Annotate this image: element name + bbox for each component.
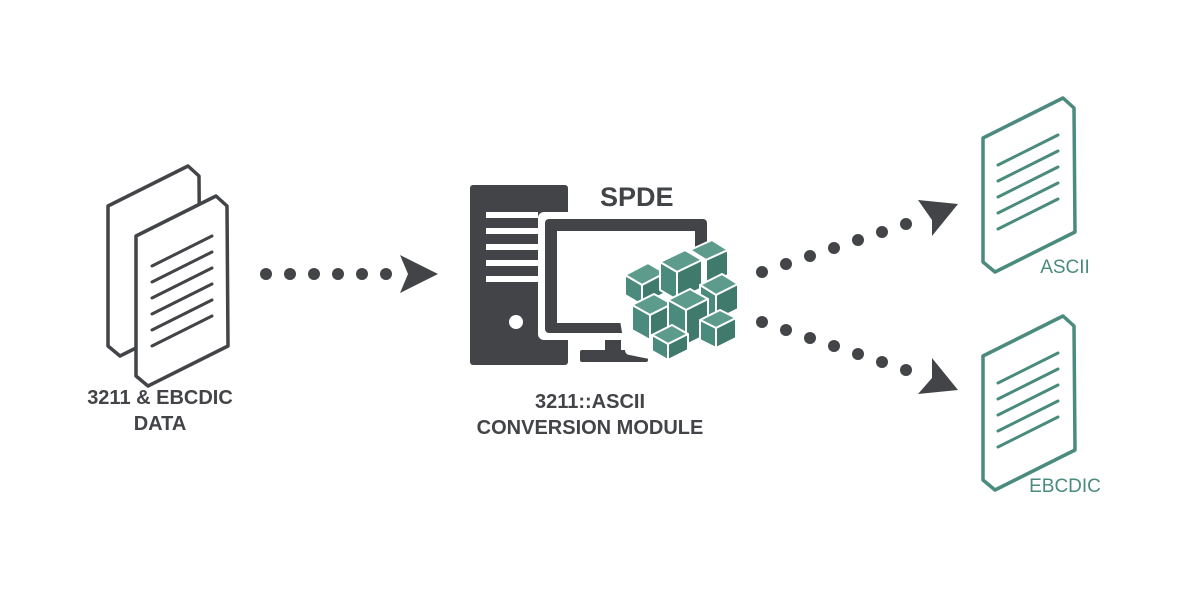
input-label-line2: DATA [133, 413, 187, 435]
spde-brand-label: SPDE [600, 182, 674, 212]
ebcdic-output-label: EBCDIC [1029, 476, 1101, 497]
ascii-output-label: ASCII [1040, 257, 1090, 278]
document-stack-icon [106, 164, 230, 388]
module-label: 3211::ASCII CONVERSION MODULE [440, 389, 740, 441]
module-label-line2: CONVERSION MODULE [476, 417, 704, 439]
ascii-flow-arrow [756, 200, 958, 278]
ebcdic-flow-arrow [756, 316, 958, 394]
input-data-label: 3211 & EBCDIC DATA [40, 385, 280, 437]
ebcdic-document-icon [981, 314, 1077, 492]
input-label-line1: 3211 & EBCDIC [87, 387, 233, 409]
module-label-line1: 3211::ASCII [534, 391, 646, 413]
ascii-document-icon [981, 96, 1077, 274]
input-flow-arrow [260, 255, 438, 293]
computer-with-data-cubes-icon [470, 185, 750, 367]
